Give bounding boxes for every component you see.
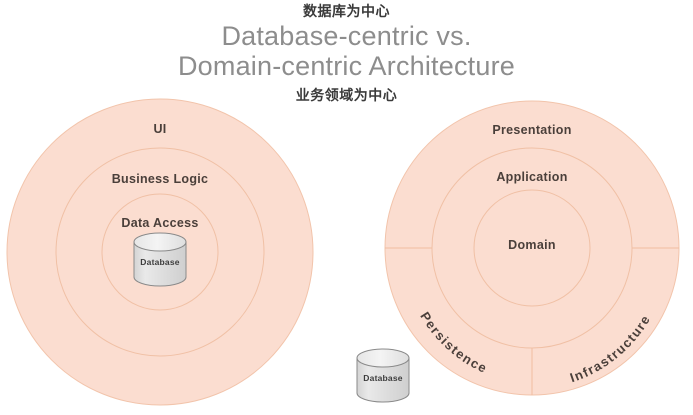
cylinder-top [133, 232, 187, 252]
right-ring-inner-domain [473, 189, 591, 307]
cylinder-body [356, 357, 410, 403]
right-ring-label-presentation: Presentation [492, 123, 571, 137]
cylinder-top [356, 348, 410, 368]
right-ring-label-domain: Domain [508, 238, 556, 252]
cylinder-body [133, 241, 187, 287]
external-database-cylinder: Database [356, 348, 410, 403]
left-database-cylinder: Database [133, 232, 187, 287]
left-architecture-group: UI Business Logic Data Access Database [6, 98, 314, 406]
left-ring-label-business-logic: Business Logic [112, 172, 209, 186]
left-database-label: Database [140, 257, 179, 267]
right-architecture-group: Presentation Application Domain Persiste… [384, 100, 680, 396]
right-ring-label-application: Application [496, 170, 567, 184]
external-database-label: Database [363, 373, 402, 383]
left-ring-label-ui: UI [153, 122, 166, 136]
left-ring-label-data-access: Data Access [121, 216, 198, 230]
